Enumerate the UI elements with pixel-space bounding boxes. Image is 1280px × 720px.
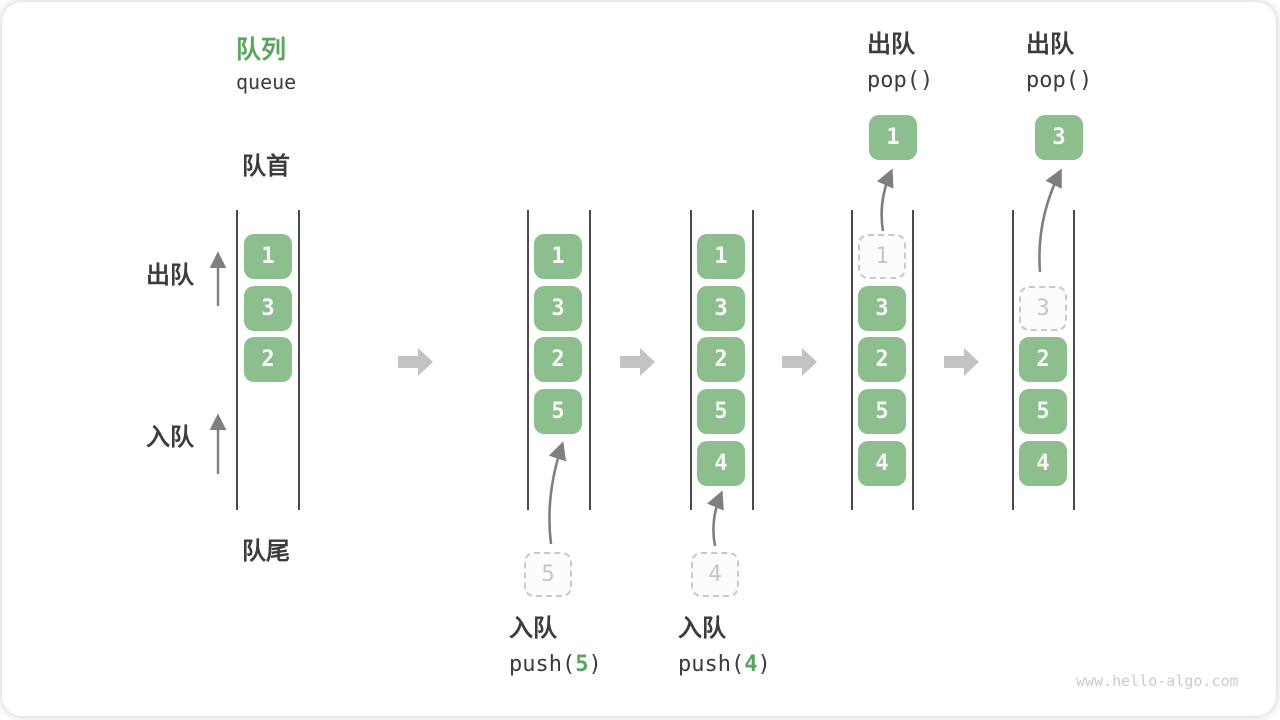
queue-cell: 5 bbox=[1019, 389, 1067, 434]
push-arrow-icon bbox=[707, 490, 724, 547]
queue-wall bbox=[527, 210, 529, 510]
popped-cell: 3 bbox=[1035, 115, 1083, 160]
enqueue-direction-arrow-icon bbox=[209, 413, 227, 474]
queue-wall bbox=[1012, 210, 1014, 510]
queue-cell: 2 bbox=[858, 337, 906, 382]
page-subtitle: queue bbox=[236, 70, 297, 94]
queue-cell: 2 bbox=[697, 337, 745, 382]
pop-arrow-icon bbox=[1038, 168, 1062, 273]
label-enqueue-side: 入队 bbox=[146, 424, 194, 451]
queue-cell: 1 bbox=[244, 234, 292, 279]
dequeue-direction-arrow-icon bbox=[209, 251, 227, 306]
op-name: 出队 bbox=[867, 31, 915, 58]
label-dequeue-side: 出队 bbox=[146, 262, 194, 289]
label-queue-front: 队首 bbox=[242, 153, 290, 180]
queue-wall bbox=[690, 210, 692, 510]
watermark: www.hello-algo.com bbox=[1076, 672, 1239, 690]
code-before: push( bbox=[678, 652, 745, 677]
pop-arrow-icon bbox=[876, 168, 894, 232]
queue-cell: 4 bbox=[1019, 441, 1067, 486]
queue-cell: 5 bbox=[534, 389, 582, 434]
state-transition-arrow-icon bbox=[782, 348, 817, 376]
op-name: 出队 bbox=[1026, 31, 1074, 58]
pop-operation-label: 出队 pop() bbox=[867, 31, 933, 94]
queue-cell: 3 bbox=[858, 286, 906, 331]
queue-wall bbox=[1073, 210, 1075, 510]
queue-cell: 3 bbox=[534, 286, 582, 331]
queue-wall bbox=[236, 210, 238, 510]
queue-cell: 2 bbox=[1019, 337, 1067, 382]
queue-wall bbox=[912, 210, 914, 510]
ghost-cell: 3 bbox=[1019, 286, 1067, 331]
queue-cell: 3 bbox=[244, 286, 292, 331]
popped-cell: 1 bbox=[869, 115, 917, 160]
op-code: pop() bbox=[1026, 68, 1093, 93]
pop-operation-label: 出队 pop() bbox=[1026, 31, 1092, 94]
queue-cell: 1 bbox=[534, 234, 582, 279]
staging-cell: 4 bbox=[691, 552, 739, 597]
push-arrow-icon bbox=[548, 441, 567, 545]
code-arg: 4 bbox=[744, 652, 758, 677]
state-transition-arrow-icon bbox=[398, 348, 433, 376]
push-operation-label: 入队 push(4) bbox=[678, 615, 771, 678]
queue-cell: 5 bbox=[858, 389, 906, 434]
push-operation-label: 入队 push(5) bbox=[509, 615, 602, 678]
queue-wall bbox=[752, 210, 754, 510]
op-code: push(5) bbox=[509, 652, 602, 678]
queue-cell: 4 bbox=[697, 441, 745, 486]
state-transition-arrow-icon bbox=[620, 348, 655, 376]
queue-wall bbox=[589, 210, 591, 510]
queue-wall bbox=[851, 210, 853, 510]
state-transition-arrow-icon bbox=[944, 348, 979, 376]
op-code: push(4) bbox=[678, 652, 771, 678]
code-arg: 5 bbox=[575, 652, 589, 677]
code-after: ) bbox=[757, 652, 771, 677]
label-queue-rear: 队尾 bbox=[242, 538, 290, 565]
op-name: 入队 bbox=[678, 615, 726, 642]
code-before: push( bbox=[509, 652, 576, 677]
staging-cell: 5 bbox=[524, 552, 572, 597]
op-name: 入队 bbox=[509, 615, 557, 642]
queue-cell: 1 bbox=[697, 234, 745, 279]
queue-cell: 2 bbox=[244, 337, 292, 382]
queue-cell: 5 bbox=[697, 389, 745, 434]
ghost-cell: 1 bbox=[858, 234, 906, 279]
code-after: ) bbox=[588, 652, 602, 677]
queue-wall bbox=[298, 210, 300, 510]
queue-cell: 3 bbox=[697, 286, 745, 331]
queue-cell: 4 bbox=[858, 441, 906, 486]
op-code: pop() bbox=[867, 68, 934, 93]
page-title: 队列 bbox=[236, 36, 287, 64]
queue-cell: 2 bbox=[534, 337, 582, 382]
